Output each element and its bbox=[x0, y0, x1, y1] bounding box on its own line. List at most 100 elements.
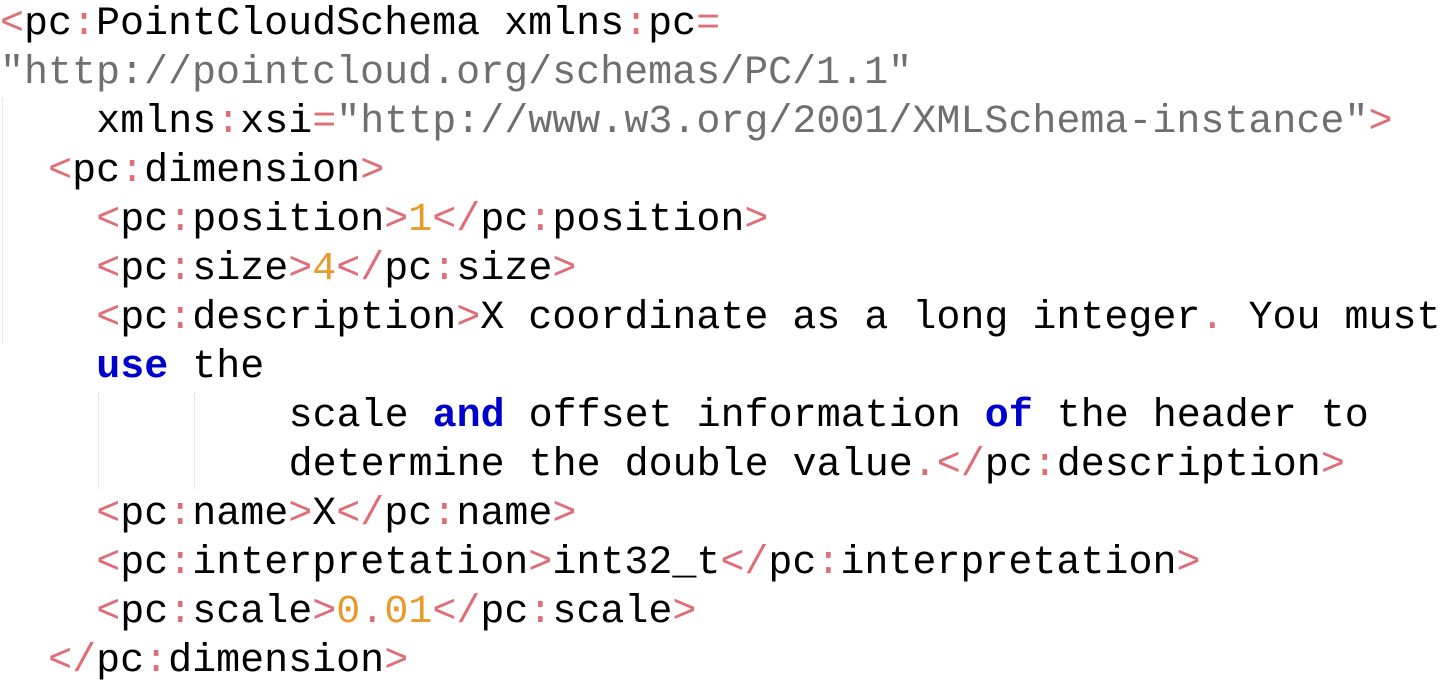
code-token-punct: </ bbox=[720, 541, 769, 586]
code-token-num: 0 bbox=[336, 590, 361, 635]
code-token-punct: </ bbox=[48, 639, 97, 684]
code-token-text: size bbox=[456, 247, 553, 292]
code-token-punct: </ bbox=[432, 198, 481, 243]
code-token-punct: > bbox=[384, 198, 409, 243]
code-token-punct: </ bbox=[336, 247, 385, 292]
code-token-punct: </ bbox=[432, 590, 481, 635]
code-token-text: pc bbox=[120, 296, 169, 341]
code-token-text: xmlns bbox=[96, 100, 217, 145]
indent-guide bbox=[2, 98, 3, 343]
code-token-punct: < bbox=[96, 590, 121, 635]
code-line: <pc:PointCloudSchema xmlns:pc= bbox=[0, 0, 720, 49]
code-token-num: 1 bbox=[408, 198, 433, 243]
code-token-text: pc bbox=[120, 541, 169, 586]
code-token-text: pc bbox=[120, 198, 169, 243]
code-token-text: determine the double value bbox=[288, 443, 913, 488]
code-token-kw: use bbox=[96, 345, 169, 390]
code-line: <pc:position>1</pc:position> bbox=[96, 196, 768, 245]
code-token-punct: : bbox=[168, 198, 193, 243]
code-token-punct: > bbox=[360, 149, 385, 194]
code-token-punct: > bbox=[552, 492, 577, 537]
code-token-text: offset information bbox=[504, 394, 985, 439]
code-token-text: X coordinate as a long integer bbox=[480, 296, 1201, 341]
code-token-text: scale bbox=[192, 590, 313, 635]
code-token-punct: : bbox=[1032, 443, 1057, 488]
code-token-punct: < bbox=[0, 2, 25, 47]
code-token-text: the header to bbox=[1032, 394, 1369, 439]
code-token-text: dimension bbox=[144, 149, 361, 194]
code-token-punct: . bbox=[912, 443, 937, 488]
code-token-punct: > bbox=[1320, 443, 1345, 488]
code-token-punct: : bbox=[72, 2, 97, 47]
code-token-punct: : bbox=[528, 590, 553, 635]
code-token-punct: > bbox=[288, 492, 313, 537]
indent-guide bbox=[194, 392, 195, 490]
code-token-punct: > bbox=[552, 247, 577, 292]
code-token-punct: : bbox=[120, 149, 145, 194]
code-line: <pc:description>X coordinate as a long i… bbox=[96, 294, 1440, 343]
code-token-punct: : bbox=[216, 100, 241, 145]
code-token-punct: > bbox=[528, 541, 553, 586]
code-token-text: PointCloudSchema xmlns bbox=[96, 2, 625, 47]
code-token-text: position bbox=[192, 198, 385, 243]
code-line: <pc:scale>0.01</pc:scale> bbox=[96, 588, 696, 637]
code-token-text: pc bbox=[120, 492, 169, 537]
code-token-text: pc bbox=[480, 198, 529, 243]
code-token-text: scale bbox=[288, 394, 433, 439]
code-token-text: pc bbox=[120, 590, 169, 635]
code-token-punct: = bbox=[312, 100, 337, 145]
code-token-num: 4 bbox=[312, 247, 337, 292]
code-line: <pc:name>X</pc:name> bbox=[96, 490, 576, 539]
code-token-punct: > bbox=[384, 639, 409, 684]
code-token-punct: </ bbox=[336, 492, 385, 537]
code-token-text: name bbox=[456, 492, 553, 537]
code-token-text: size bbox=[192, 247, 289, 292]
code-token-kw: and bbox=[432, 394, 505, 439]
code-token-kw: of bbox=[984, 394, 1033, 439]
code-token-punct: < bbox=[96, 296, 121, 341]
code-token-str: "http://www.w3.org/2001/XMLSchema-instan… bbox=[336, 100, 1369, 145]
code-token-text: interpretation bbox=[192, 541, 529, 586]
code-token-punct: < bbox=[48, 149, 73, 194]
code-token-text: pc bbox=[384, 492, 433, 537]
code-token-text: description bbox=[1056, 443, 1321, 488]
code-token-punct: : bbox=[816, 541, 841, 586]
code-token-text: xsi bbox=[240, 100, 313, 145]
code-token-punct: : bbox=[624, 2, 649, 47]
code-token-text: pc bbox=[120, 247, 169, 292]
code-line: <pc:interpretation>int32_t</pc:interpret… bbox=[96, 539, 1200, 588]
code-token-punct: > bbox=[1368, 100, 1393, 145]
code-token-text: pc bbox=[648, 2, 697, 47]
code-token-punct: > bbox=[672, 590, 697, 635]
code-token-punct: < bbox=[96, 492, 121, 537]
code-token-text: position bbox=[552, 198, 745, 243]
code-token-punct: > bbox=[456, 296, 481, 341]
code-token-text: dimension bbox=[168, 639, 385, 684]
code-line: determine the double value.</pc:descript… bbox=[289, 441, 1345, 490]
code-token-text: the bbox=[168, 345, 265, 390]
code-token-text: pc bbox=[984, 443, 1033, 488]
code-token-text: X bbox=[312, 492, 337, 537]
code-token-text: pc bbox=[384, 247, 433, 292]
code-token-punct: . bbox=[1200, 296, 1225, 341]
code-token-punct: </ bbox=[936, 443, 985, 488]
code-token-punct: : bbox=[168, 541, 193, 586]
code-token-text: scale bbox=[552, 590, 673, 635]
code-token-text: pc bbox=[96, 639, 145, 684]
code-line: "http://pointcloud.org/schemas/PC/1.1" bbox=[0, 49, 912, 98]
code-token-punct: > bbox=[1176, 541, 1201, 586]
code-token-punct: : bbox=[432, 247, 457, 292]
code-token-text: You must bbox=[1224, 296, 1441, 341]
code-token-punct: : bbox=[144, 639, 169, 684]
code-token-text: pc bbox=[768, 541, 817, 586]
code-token-punct: : bbox=[168, 247, 193, 292]
code-token-punct: : bbox=[168, 296, 193, 341]
code-token-punct: < bbox=[96, 198, 121, 243]
code-line: <pc:size>4</pc:size> bbox=[96, 245, 576, 294]
code-token-punct: > bbox=[744, 198, 769, 243]
code-token-str: "http://pointcloud.org/schemas/PC/1.1" bbox=[0, 51, 913, 96]
code-line: use the bbox=[96, 343, 264, 392]
code-token-punct: > bbox=[312, 590, 337, 635]
code-line: <pc:dimension> bbox=[48, 147, 384, 196]
